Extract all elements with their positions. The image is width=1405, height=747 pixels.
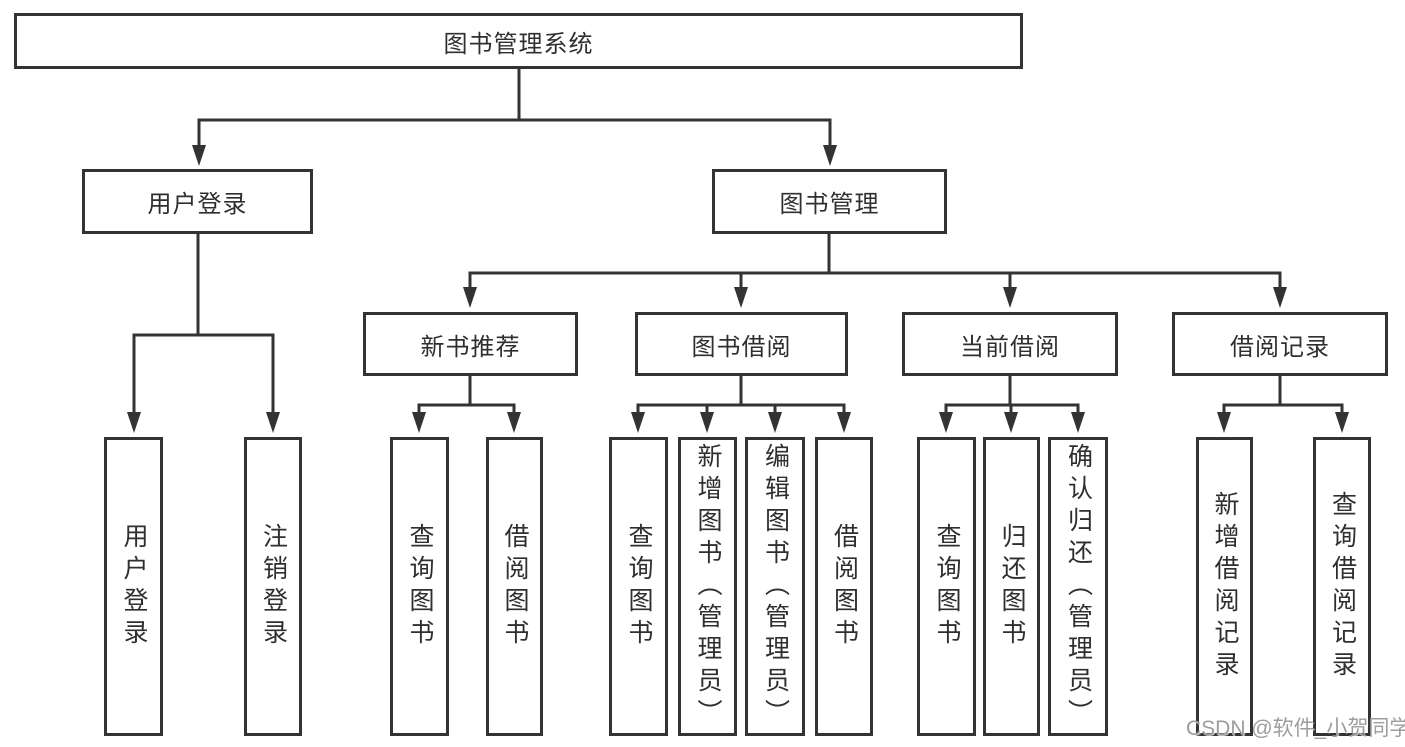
node-label: 新书推荐 — [420, 333, 521, 361]
leaf-borrow-book: 借阅图书 — [815, 437, 873, 736]
arrowhead-down-icon — [1003, 287, 1017, 308]
arrowhead-down-icon — [823, 145, 837, 166]
node-label: 注销登录 — [259, 522, 288, 651]
arrowhead-down-icon — [734, 287, 748, 308]
node-label: 用户登录 — [120, 522, 148, 651]
leaf-logout: 注销登录 — [244, 437, 302, 736]
leaf-confirm-return-admin: 确认归还（管理员） — [1048, 437, 1108, 736]
arrowhead-down-icon — [700, 412, 714, 433]
node-label: 借阅图书 — [830, 522, 859, 651]
node-book-management: 图书管理 — [712, 169, 947, 234]
node-label: 用户登录 — [147, 191, 248, 218]
node-current-borrow: 当前借阅 — [902, 312, 1118, 376]
arrowhead-down-icon — [939, 412, 953, 433]
arrowhead-down-icon — [768, 412, 782, 433]
node-label: 确认归还（管理员） — [1064, 442, 1093, 731]
arrowhead-down-icon — [1335, 412, 1349, 433]
arrowhead-down-icon — [266, 412, 280, 433]
arrowhead-down-icon — [412, 412, 426, 433]
leaf-edit-book-admin: 编辑图书（管理员） — [745, 437, 805, 736]
arrowhead-down-icon — [1004, 412, 1018, 433]
node-label: 当前借阅 — [960, 333, 1060, 361]
arrowhead-down-icon — [1071, 412, 1085, 433]
arrowhead-down-icon — [837, 412, 851, 433]
arrowhead-down-icon — [631, 412, 645, 433]
node-library-system: 图书管理系统 — [14, 13, 1023, 69]
node-label: 借阅记录 — [1230, 333, 1330, 361]
arrowhead-down-icon — [127, 412, 141, 433]
node-user-login: 用户登录 — [82, 169, 313, 234]
node-label: 图书借阅 — [691, 333, 792, 361]
leaf-query-book-current: 查询图书 — [917, 437, 976, 736]
leaf-add-book-admin: 新增图书（管理员） — [678, 437, 737, 736]
node-book-borrow: 图书借阅 — [635, 312, 848, 376]
leaf-query-book-recommend: 查询图书 — [390, 437, 449, 736]
leaf-user-login: 用户登录 — [104, 437, 163, 736]
node-borrow-records: 借阅记录 — [1172, 312, 1388, 376]
node-label: 新增借阅记录 — [1211, 490, 1239, 683]
arrowhead-down-icon — [1273, 287, 1287, 308]
arrowhead-down-icon — [1217, 412, 1231, 433]
arrowhead-down-icon — [192, 145, 206, 166]
node-label: 查询图书 — [933, 522, 961, 651]
node-label: 图书管理 — [779, 191, 880, 218]
watermark: CSDN @软件_小贺同学 — [1186, 717, 1405, 740]
arrowhead-down-icon — [507, 412, 521, 433]
node-label: 借阅图书 — [501, 522, 529, 651]
arrowhead-down-icon — [463, 287, 477, 308]
node-label: 查询图书 — [625, 522, 653, 651]
leaf-return-book: 归还图书 — [983, 437, 1040, 736]
node-label: 查询图书 — [406, 522, 434, 651]
leaf-add-borrow-record: 新增借阅记录 — [1196, 437, 1253, 736]
leaf-query-book-borrow: 查询图书 — [609, 437, 668, 736]
node-label: 图书管理系统 — [443, 30, 594, 58]
leaf-query-borrow-record: 查询借阅记录 — [1313, 437, 1371, 736]
node-new-book-recommend: 新书推荐 — [363, 312, 578, 376]
leaf-borrow-book-recommend: 借阅图书 — [486, 437, 543, 736]
node-label: 新增图书（管理员） — [694, 442, 722, 731]
node-label: 编辑图书（管理员） — [761, 442, 790, 731]
node-label: 查询借阅记录 — [1328, 490, 1357, 683]
node-label: 归还图书 — [998, 522, 1026, 651]
